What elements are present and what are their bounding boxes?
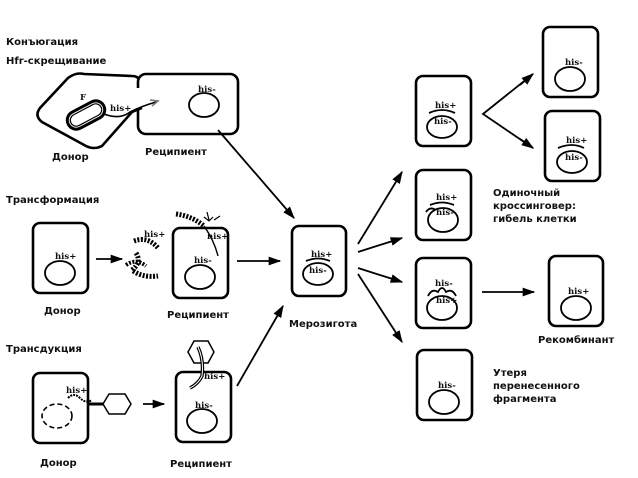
donor-chromosome xyxy=(65,99,107,131)
split-bottom-cell xyxy=(543,109,602,183)
outcome-recombinant: his+ Рекомбинант xyxy=(538,254,614,346)
arrow-to-double-crossover xyxy=(357,267,404,283)
hfr-crossing-subtitle: Hfr-скрещивание xyxy=(6,56,107,67)
recombinant-chromosome xyxy=(560,295,592,321)
fragment-loss-chromosome xyxy=(428,389,460,415)
conjugation-bridge xyxy=(136,88,142,108)
double-crossover-chromosome-gene: his+ xyxy=(436,296,457,306)
recombinant-label: Рекомбинант xyxy=(538,334,614,346)
free-dna-gene: his+ xyxy=(144,230,165,240)
arrow-transduction-to-merozygote xyxy=(236,304,284,387)
plasmid-f-label: F xyxy=(80,93,86,103)
fragment-loss-label-2: перенесенного xyxy=(493,381,580,392)
arrow-conjugation-to-merozygote xyxy=(217,129,295,219)
transduction-donor-gene: his+ xyxy=(66,386,87,396)
single-crossover-label-2: кроссинговер: xyxy=(493,201,576,212)
double-crossover-cell xyxy=(414,256,473,330)
transformation-donor-gene: his+ xyxy=(55,252,76,262)
transduction-entering-gene: his+ xyxy=(204,372,225,382)
copy-chromosome xyxy=(426,115,458,139)
fragment-loss-label-3: фрагмента xyxy=(493,393,556,405)
single-crossover-label-3: гибель клетки xyxy=(493,213,577,225)
merozygote-fragment xyxy=(305,257,331,262)
merozygote-chromosome xyxy=(302,262,334,286)
transduction-recipient-gene: his- xyxy=(195,401,213,411)
split-top-gene: his- xyxy=(565,58,583,68)
recombinant-gene: his+ xyxy=(568,287,589,297)
transformation-donor-chromosome xyxy=(44,260,76,286)
transformation-section: Трансформация his+ Донор his+ his+ his- … xyxy=(6,194,282,321)
strand-arrow-tip xyxy=(149,99,160,107)
conjugation-title: Конъюгация xyxy=(6,37,78,48)
degraded-donor-chromosome xyxy=(41,403,73,429)
double-crossover-loop xyxy=(427,287,457,297)
nuclease-cut-icon xyxy=(203,211,221,222)
single-crossover-cell xyxy=(414,168,473,242)
outcome-single-crossover: his+ his- Одиночный кроссинговер: гибель… xyxy=(414,168,577,242)
merozygote-copy-cell xyxy=(414,74,473,148)
transformation-donor-label: Донор xyxy=(44,306,81,317)
conjugation-donor-gene: his+ xyxy=(110,104,131,114)
double-crossover-fragment-gene: his- xyxy=(435,279,453,289)
transformation-recipient-gene: his- xyxy=(194,256,212,266)
split-top-chromosome xyxy=(554,66,586,92)
donor-dna-fragment xyxy=(67,394,93,403)
split-bottom-chromosome-gene: his- xyxy=(565,153,583,163)
free-dna-fragments xyxy=(124,237,160,279)
copy-fragment-gene: his+ xyxy=(435,101,456,111)
transduction-donor-cell xyxy=(31,371,90,445)
conjugation-transferred-strand xyxy=(103,101,157,118)
split-arrow-top xyxy=(519,73,534,86)
entering-dna-outside xyxy=(175,211,206,228)
arrow-to-merozygote-copy xyxy=(357,170,403,245)
single-crossover-chromosome-gene: his- xyxy=(436,208,454,218)
conjugation-donor-label: Донор xyxy=(52,152,89,163)
split-arrows xyxy=(481,73,534,149)
split-bottom-chromosome xyxy=(556,150,588,174)
conjugation-recipient-chromosome xyxy=(188,92,220,118)
copy-fragment xyxy=(428,109,456,114)
outcome-fragment-loss: his- Утеря перенесенного фрагмента xyxy=(415,348,580,422)
transduction-section: Трансдукция his+ Донор his+ his- Реципие… xyxy=(6,304,284,470)
merozygote-fragment-gene: his+ xyxy=(311,250,332,260)
transduction-donor-label: Донор xyxy=(40,458,77,469)
transformation-entering-gene: his+ xyxy=(207,232,228,242)
recombinant-cell xyxy=(547,254,605,328)
double-crossover-chromosome xyxy=(426,295,458,321)
outcome-merozygote-copy: his+ his- xyxy=(414,74,473,148)
transduction-title: Трансдукция xyxy=(6,344,82,355)
transformation-recipient-label: Реципиент xyxy=(167,310,229,321)
outcome-split-bottom: his+ his- xyxy=(543,109,602,183)
transduction-recipient-label: Реципиент xyxy=(170,459,232,470)
conjugation-recipient-gene: his- xyxy=(198,85,216,95)
conjugation-bridge-edge xyxy=(131,106,143,114)
single-crossover-fragment-gene: his+ xyxy=(436,193,457,203)
phage-head-icon xyxy=(102,393,132,415)
merozygote: his+ his- Мерозигота xyxy=(289,224,357,330)
transformation-title: Трансформация xyxy=(6,194,99,206)
merozygote-label: Мерозигота xyxy=(289,319,357,330)
outcome-split-top: his- xyxy=(541,25,600,99)
copy-chromosome-gene: his- xyxy=(434,117,452,127)
split-arrow-bottom xyxy=(519,137,535,149)
single-crossover-chromosome xyxy=(427,207,459,233)
conjugation-recipient-cell xyxy=(136,72,240,136)
split-bottom-fragment-gene: his+ xyxy=(566,136,587,146)
single-crossover-label-1: Одиночный xyxy=(493,188,560,199)
entering-dna-inside xyxy=(203,225,219,257)
merozygote-chromosome-gene: his- xyxy=(309,266,327,276)
conjugation-section: Конъюгация Hfr-скрещивание F his+ his- Д… xyxy=(6,37,240,163)
fragment-loss-label-1: Утеря xyxy=(493,368,527,379)
transformation-recipient-chromosome xyxy=(184,264,216,290)
arrow-to-single-crossover xyxy=(357,237,404,253)
conjugation-recipient-label: Реципиент xyxy=(145,147,207,158)
transduction-recipient-chromosome xyxy=(186,408,218,434)
fragment-loss-gene: his- xyxy=(438,381,456,391)
single-crossover-fragment xyxy=(429,201,455,206)
split-bottom-fragment xyxy=(557,144,585,149)
arrow-to-fragment-loss xyxy=(357,273,403,344)
outcome-double-crossover: his- his+ xyxy=(414,256,473,330)
